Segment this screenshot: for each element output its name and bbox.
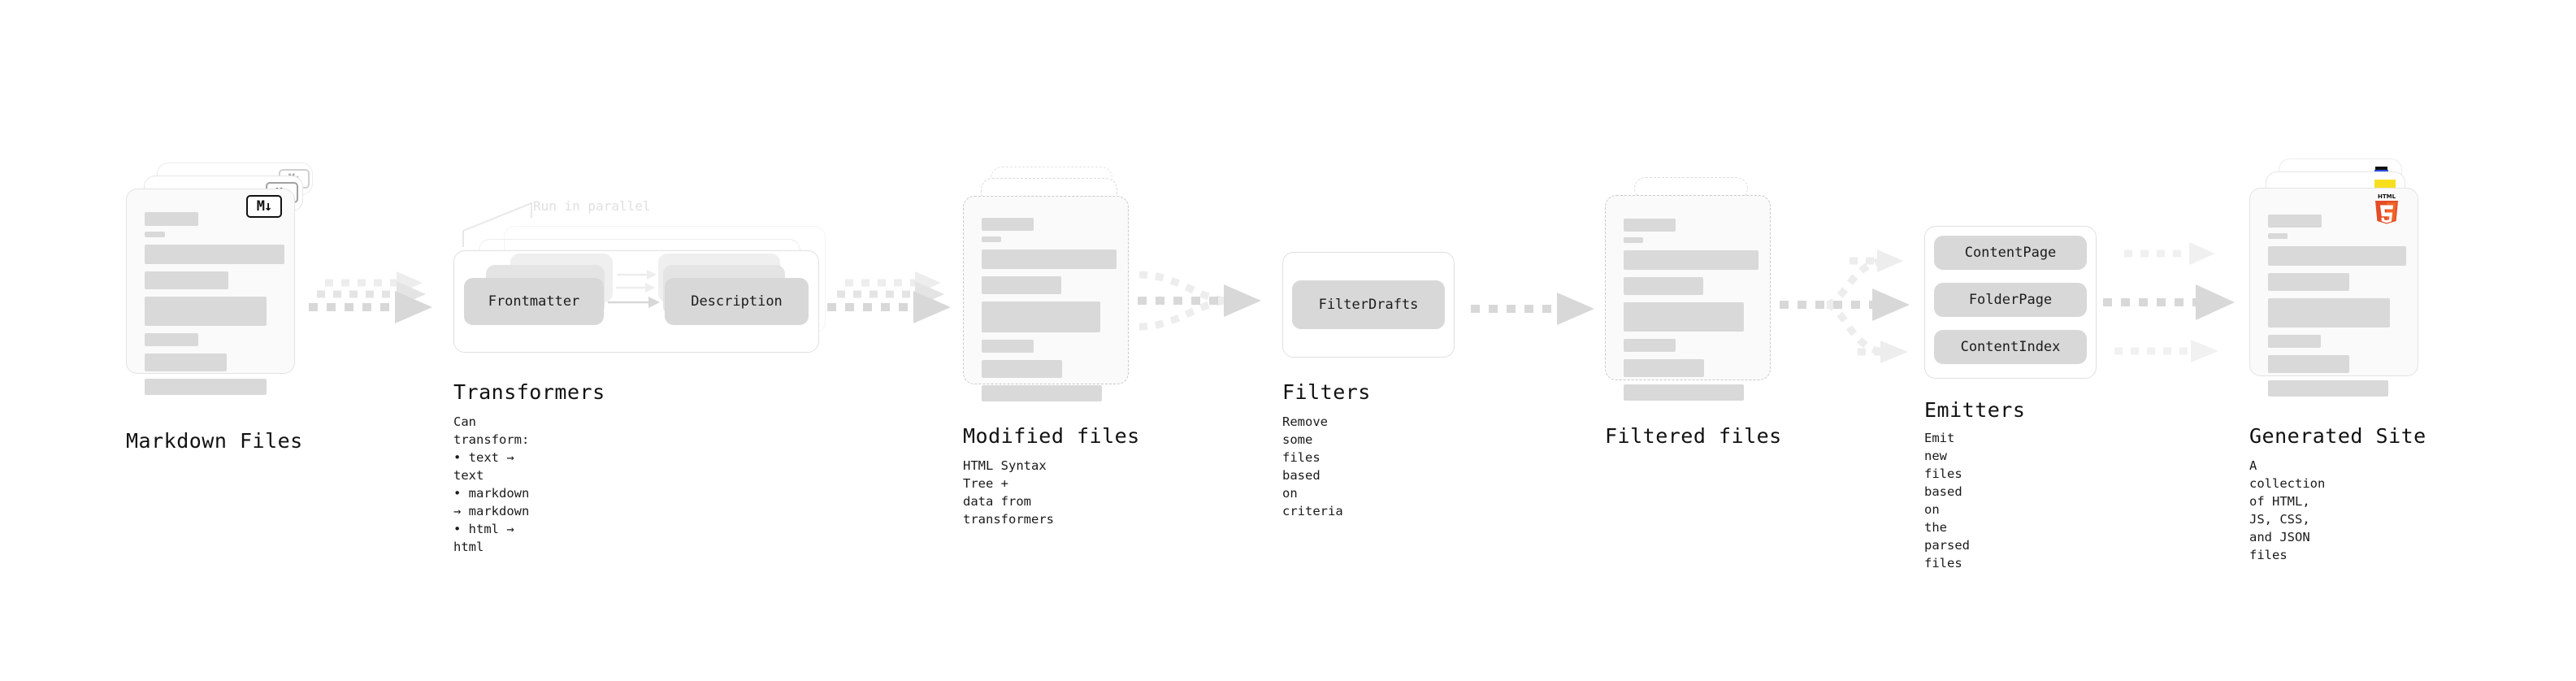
transformer-chip-description[interactable]: Description xyxy=(665,278,809,325)
connector-transformers-to-modified-files xyxy=(827,271,951,323)
svg-text:HTML: HTML xyxy=(2378,193,2396,200)
transformer-inner-arrow xyxy=(608,297,660,308)
transformer-inner-arrows-ghost xyxy=(616,270,657,293)
modified-card-content-lines xyxy=(982,218,1117,409)
filter-chip-filterdrafts[interactable]: FilterDrafts xyxy=(1292,280,1445,329)
connector-emitters-to-generated-site xyxy=(2103,242,2235,362)
run-in-parallel-label: Run in parallel xyxy=(533,198,651,214)
markdown-card-stack: M↓ M↓ M↓ xyxy=(126,163,313,395)
stage-subtitle-filters: Remove some files based on criteria xyxy=(1282,414,1343,518)
generated-card-stack: HTML xyxy=(2249,158,2436,397)
modified-card-front xyxy=(963,196,1129,401)
emitter-chip-folderpage[interactable]: FolderPage xyxy=(1934,283,2087,317)
stage-title-emitters: Emitters xyxy=(1924,398,2026,422)
generated-card-content-lines xyxy=(2268,215,2406,404)
stage-title-filters: Filters xyxy=(1282,380,1371,404)
filtered-card-stack xyxy=(1605,177,1792,401)
stage-title-filtered-files: Filtered files xyxy=(1605,424,1782,448)
markdown-card-content-lines xyxy=(145,212,284,402)
stage-title-modified-files: Modified files xyxy=(963,424,1140,448)
connector-filtered-files-to-emitters xyxy=(1780,249,1910,363)
transformers-group: Run in parallel Frontmatter Description xyxy=(445,193,827,356)
filtered-card-content-lines xyxy=(1624,219,1759,408)
markdown-card-front xyxy=(126,189,295,395)
markdown-badge: M↓ xyxy=(246,195,282,218)
stage-title-transformers: Transformers xyxy=(453,380,605,404)
connector-markdown-to-transformers xyxy=(309,271,432,323)
connector-modified-files-to-filters xyxy=(1138,271,1261,331)
emitter-chip-contentindex[interactable]: ContentIndex xyxy=(1934,330,2087,364)
stage-subtitle-generated-site: A collection of HTML, JS, CSS, and JSON … xyxy=(2249,458,2326,562)
stage-subtitle-modified-files: HTML Syntax Tree + data from transformer… xyxy=(963,458,1054,527)
html5-badge: HTML xyxy=(2375,193,2398,224)
filtered-card-front xyxy=(1605,195,1771,401)
emitter-chip-contentpage[interactable]: ContentPage xyxy=(1934,236,2087,270)
stage-title-markdown-files: Markdown Files xyxy=(126,429,303,453)
connector-filters-to-filtered-files xyxy=(1471,293,1594,325)
stage-subtitle-transformers: Can transform: • text → text • markdown … xyxy=(453,414,530,554)
transformer-chip-frontmatter[interactable]: Frontmatter xyxy=(464,278,604,325)
stage-subtitle-emitters: Emit new files based on the parsed files xyxy=(1924,431,1970,570)
run-in-parallel-bracket xyxy=(462,202,532,247)
modified-card-stack xyxy=(963,167,1150,401)
stage-title-generated-site: Generated Site xyxy=(2249,424,2426,448)
